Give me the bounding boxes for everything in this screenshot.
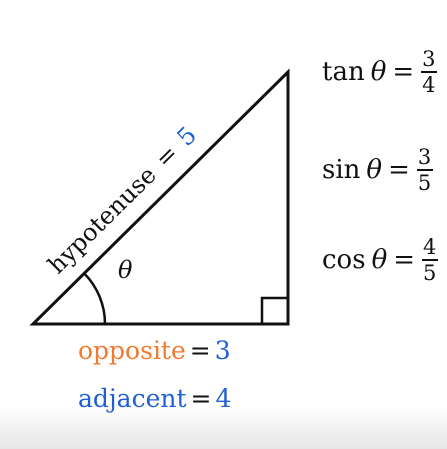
sin-ratio: sin θ = 3 5 [322, 146, 433, 194]
adjacent-value: 4 [215, 384, 232, 413]
opposite-equals: = [189, 336, 211, 365]
opposite-label: opposite=3 [78, 336, 231, 365]
tan-function: tan [322, 57, 365, 87]
angle-theta-label: θ [118, 256, 133, 284]
sin-function: sin [322, 155, 361, 185]
cos-ratio: cos θ = 4 5 [322, 236, 438, 284]
sin-equals: = [388, 155, 410, 185]
tan-equals: = [392, 57, 415, 87]
right-angle-marker [260, 296, 288, 324]
hypotenuse-value: 5 [172, 121, 203, 152]
cos-numerator: 4 [423, 235, 437, 259]
hypotenuse-word: hypotenuse [43, 161, 162, 279]
adjacent-equals: = [190, 384, 212, 413]
adjacent-label: adjacent=4 [78, 384, 231, 413]
sin-fraction-bar [416, 169, 433, 171]
sin-denominator: 5 [417, 171, 432, 195]
cos-theta: θ [371, 245, 388, 275]
cos-denominator: 5 [423, 261, 437, 285]
adjacent-word: adjacent [78, 384, 187, 413]
tan-numerator: 3 [422, 47, 436, 71]
cos-equals: = [393, 245, 416, 275]
tan-fraction: 3 4 [420, 48, 437, 96]
opposite-word: opposite [78, 336, 186, 365]
sin-theta: θ [366, 155, 383, 185]
angle-arc [83, 272, 107, 325]
right-triangle [29, 68, 290, 326]
tan-denominator: 4 [422, 73, 436, 97]
sin-fraction: 3 5 [416, 146, 433, 194]
tan-theta: θ [370, 57, 387, 87]
sin-numerator: 3 [417, 145, 432, 169]
cos-fraction: 4 5 [421, 236, 438, 284]
hypotenuse-equals: = [150, 139, 184, 173]
cos-function: cos [322, 245, 366, 275]
opposite-value: 3 [214, 336, 231, 365]
tan-fraction-bar [420, 71, 437, 73]
tan-ratio: tan θ = 3 4 [322, 48, 438, 96]
cos-fraction-bar [421, 259, 438, 261]
